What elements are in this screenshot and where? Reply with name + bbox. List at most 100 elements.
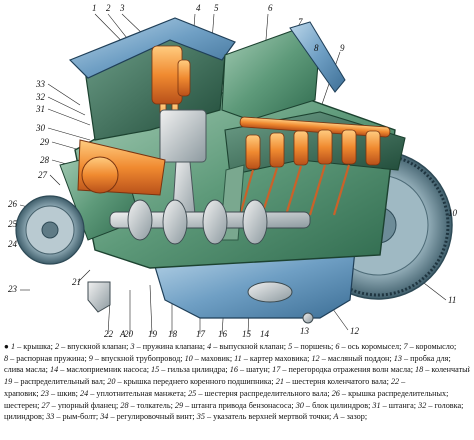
legend-text: крышка переднего коренного подшипника	[123, 377, 272, 387]
legend-text: гильза цилиндра	[167, 365, 226, 375]
legend-text: рым-болт	[62, 412, 96, 422]
legend-number: 12	[311, 353, 320, 363]
legend-number: 4	[207, 342, 212, 351]
callout-label: 19	[148, 329, 157, 339]
legend-number: 11	[234, 353, 242, 363]
legend-number: 1	[11, 342, 16, 351]
legend-number: 16	[229, 365, 238, 375]
legend-text: маслоприемник насоса	[66, 365, 147, 375]
legend-number: 30	[295, 400, 304, 410]
callout-label: 33	[36, 79, 45, 89]
legend-text: шестерен	[4, 400, 38, 410]
legend-text: крышка распределительных	[348, 388, 447, 398]
legend-text: масляный поддон	[327, 353, 390, 363]
callout-label: 20	[124, 329, 133, 339]
callout-label: 15	[242, 329, 251, 339]
front-bracket	[87, 281, 111, 313]
legend-text: храповик	[4, 388, 37, 398]
legend-text: шестерня распределительного вала	[204, 388, 328, 398]
callout-label: 14	[260, 329, 269, 339]
callout-label: 9	[340, 43, 345, 53]
legend-text: впускной клапан	[67, 342, 127, 351]
legend-text: указатель верхней мертвой точки	[213, 412, 330, 422]
callout-label: 18	[168, 329, 177, 339]
callout-label: 6	[268, 3, 273, 13]
callout-label: 25	[8, 219, 17, 229]
legend-text: маховик	[200, 353, 230, 363]
legend-number: 8	[4, 353, 9, 363]
legend-number: 13	[393, 353, 402, 363]
legend-number: 20	[107, 377, 116, 387]
callout-label: 13	[300, 326, 309, 336]
callout-label: 24	[8, 239, 17, 249]
legend-number: 29	[174, 400, 184, 410]
legend-text: пружина клапана	[142, 342, 203, 351]
oil-drain-plug	[302, 312, 314, 324]
engine-cutaway-diagram	[15, 13, 453, 335]
right-valve-cover	[289, 21, 346, 93]
callout-label: 23	[8, 284, 17, 294]
legend-number: 10	[184, 353, 193, 363]
legend-number: 17	[272, 365, 281, 375]
legend-number: 28	[120, 400, 129, 410]
legend-text: слива масла	[4, 365, 46, 375]
callout-label: 10	[448, 208, 457, 218]
legend-text: распорная пружина	[16, 353, 85, 363]
legend-number: 31	[372, 400, 381, 410]
legend-number: 15	[151, 365, 160, 375]
legend-number: 3	[130, 342, 135, 351]
callout-label: 27	[38, 170, 47, 180]
legend-text: распределительный вал	[20, 377, 103, 387]
legend-text: коромысло	[415, 342, 454, 351]
legend-text: шкив	[57, 388, 76, 398]
legend-text: пробка для	[410, 353, 449, 363]
legend-number: 21	[275, 377, 284, 387]
legend-line: шестерен; 27 – упорный фланец; 28 – толк…	[4, 400, 464, 410]
callout-label: 5	[214, 3, 219, 13]
legend-text: картер маховика	[249, 353, 308, 363]
legend-text: впускной трубопровод	[101, 353, 181, 363]
oil-pump-strainer	[247, 281, 293, 303]
legend-text: упорный фланец	[57, 400, 117, 410]
callout-label: 16	[218, 329, 227, 339]
legend-number: 33	[46, 412, 55, 422]
legend-text: поршень	[300, 342, 331, 351]
legend-text: зазор	[346, 412, 365, 422]
legend-text: штанга	[388, 400, 414, 410]
rocker-arm-assembly	[239, 116, 391, 170]
legend-number: A	[333, 412, 339, 422]
legend-number: 9	[88, 353, 93, 363]
legend-text: шатун	[246, 365, 268, 375]
legend-line: ● 1 – крышка; 2 – впускной клапан; 3 – п…	[4, 342, 457, 351]
legend-number: 25	[188, 388, 197, 398]
crankshaft-pulley	[15, 195, 85, 265]
legend-text: толкатель	[136, 400, 171, 410]
callout-label: A	[120, 329, 126, 339]
legend-text: коленчатый вал	[431, 365, 470, 375]
callout-label: 30	[36, 123, 45, 133]
pushrods	[238, 164, 351, 216]
callout-label: 12	[350, 326, 359, 336]
legend-number: 19	[4, 377, 13, 387]
callout-label: 21	[72, 277, 81, 287]
callout-label: 8	[314, 43, 319, 53]
legend-number: 6	[335, 342, 340, 351]
legend-text: выпускной клапан	[219, 342, 284, 351]
parts-legend: ● 1 – крышка; 2 – впускной клапан; 3 – п…	[4, 341, 470, 438]
callout-label: 32	[36, 92, 45, 102]
legend-line: цилиндров; 33 – рым-болт; 34 – регулиров…	[4, 412, 368, 422]
legend-text: ось коромысел	[347, 342, 400, 351]
legend-number: 35	[196, 412, 205, 422]
legend-text: шестерня коленчатого вала	[292, 377, 387, 387]
callout-label: 28	[40, 155, 49, 165]
callout-label: 3	[120, 3, 125, 13]
legend-number: 24	[79, 388, 89, 398]
legend-text: штанга привода бензонасоса	[191, 400, 292, 410]
callout-label: 11	[448, 295, 457, 305]
legend-line: 8 – распорная пружина; 9 – впускной труб…	[4, 353, 451, 363]
callout-label: 22	[104, 329, 113, 339]
crankshaft	[109, 199, 311, 245]
legend-number: 26	[331, 388, 340, 398]
callout-label: 29	[40, 137, 49, 147]
callout-label: 31	[36, 104, 45, 114]
